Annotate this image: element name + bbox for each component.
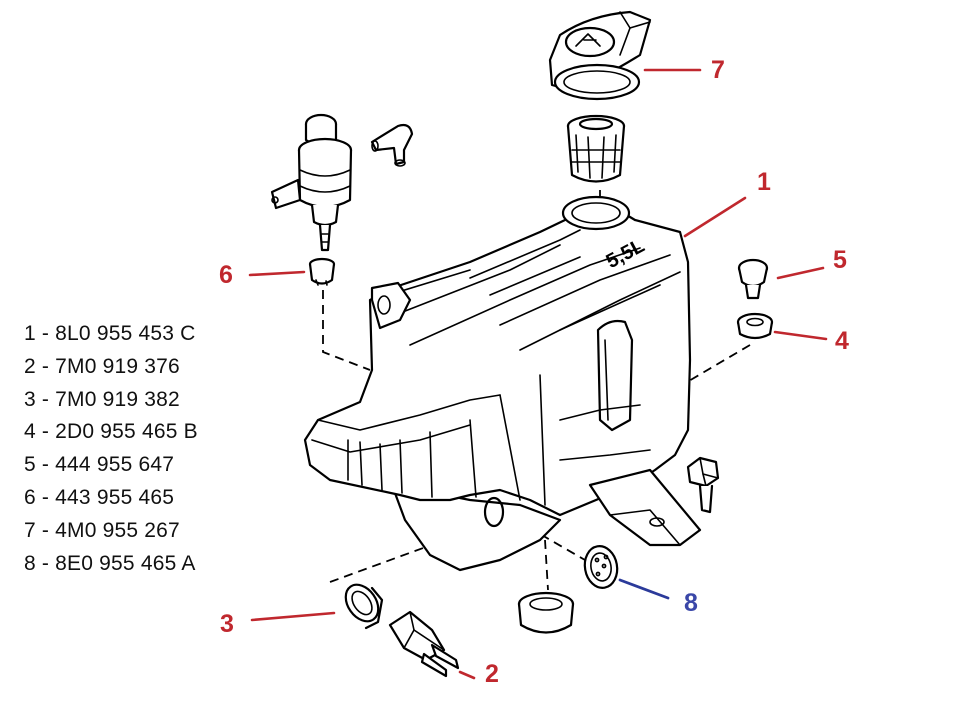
hose-elbow (370, 123, 414, 167)
callout-2: 2 (485, 660, 499, 688)
leader-line-5 (776, 266, 825, 280)
drain-grommet (517, 591, 575, 634)
callout-5: 5 (833, 246, 847, 274)
callout-4: 4 (835, 327, 849, 355)
parts-list-item: 5 - 444 955 647 (24, 453, 175, 477)
leader-line-2 (458, 670, 476, 680)
leader-line-3 (250, 611, 336, 622)
callout-numbers: 1 2 3 4 5 6 7 8 (219, 56, 849, 688)
leader-lines (248, 68, 828, 680)
parts-list-item: 3 - 7M0 919 382 (24, 387, 180, 411)
callout-3: 3 (220, 610, 234, 638)
parts-list-item: 1 - 8L0 955 453 C (24, 322, 196, 345)
parts-list-item: 4 - 2D0 955 465 B (24, 420, 198, 444)
leader-line-1 (683, 196, 747, 238)
parts-list-item: 7 - 4M0 955 267 (24, 518, 180, 542)
hex-bolt (686, 456, 720, 514)
reservoir-tank: 5,5L (303, 195, 702, 572)
level-sensor (388, 610, 460, 678)
filler-cap (548, 10, 652, 101)
callout-8: 8 (684, 589, 698, 617)
leader-line-6 (248, 270, 306, 277)
leader-line-4 (773, 330, 828, 341)
level-sensor-seal (344, 583, 384, 630)
parts-list-item: 2 - 7M0 919 376 (24, 354, 180, 378)
parts-list-item: 8 - 8E0 955 465 A (24, 551, 196, 575)
pump-grommet (308, 257, 336, 286)
callout-1: 1 (757, 168, 771, 196)
sensor-grommet (736, 312, 774, 340)
blanking-grommet (583, 545, 619, 589)
callout-7: 7 (711, 56, 725, 84)
leader-line-8 (618, 578, 670, 600)
parts-list: 1 - 8L0 955 453 C 2 - 7M0 919 376 3 - 7M… (24, 318, 198, 580)
filler-strainer (566, 114, 626, 183)
blanking-plug (737, 258, 769, 300)
washer-pump (270, 113, 353, 252)
parts-list-item: 6 - 443 955 465 (24, 485, 175, 509)
callout-6: 6 (219, 261, 233, 289)
